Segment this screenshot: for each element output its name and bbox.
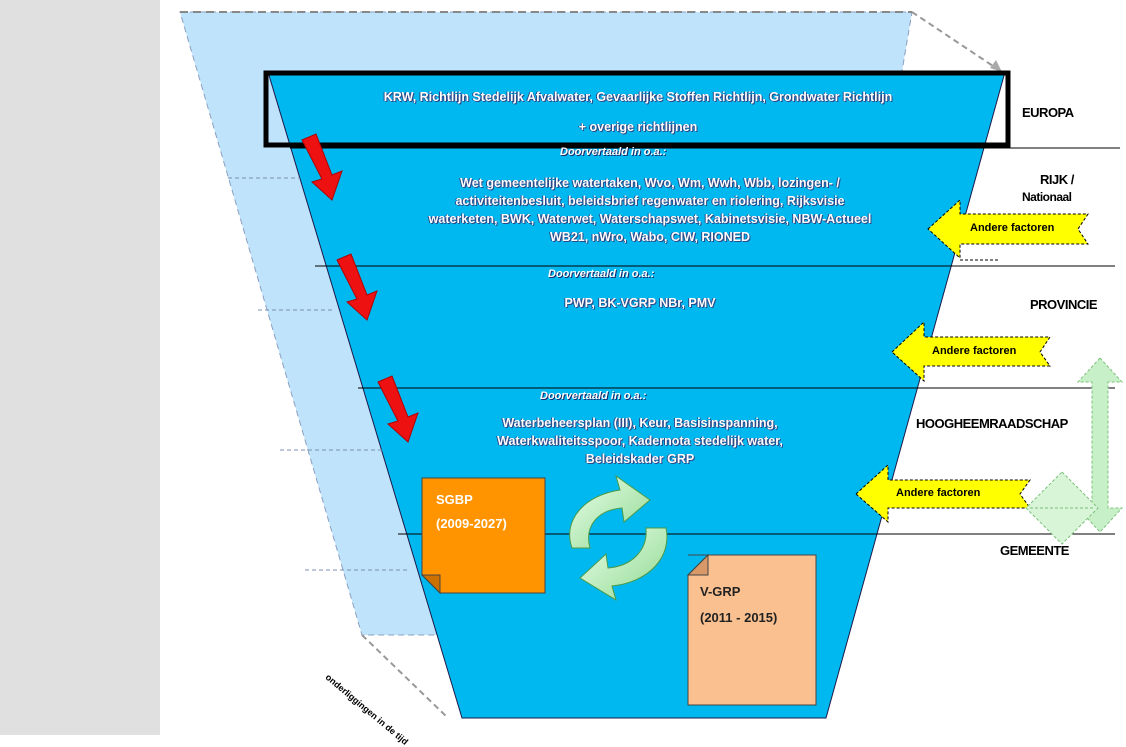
provincie-sublabel: Doorvertaald in o.a.:: [548, 268, 655, 280]
cycle-arrows-icon: [569, 474, 668, 602]
level-europa: EUROPA: [1022, 105, 1074, 120]
vgrp-years: (2011 - 2015): [700, 610, 778, 625]
red-arrow: [336, 253, 378, 321]
rijk-legislation-line4: WB21, nWro, Wabo, CIW, RIONED: [550, 230, 750, 244]
level-gemeente: GEMEENTE: [1000, 543, 1069, 558]
vgrp-title: V-GRP: [700, 584, 741, 599]
hhr-sublabel: Doorvertaald in o.a.:: [540, 390, 647, 402]
andere-factoren-arrow-1: [927, 198, 1089, 260]
dashed-diagonal-top: [911, 11, 1003, 73]
sgbp-title: SGBP: [436, 492, 473, 507]
dashed-arrowhead-top: [990, 60, 1002, 72]
rijk-legislation-line1: Wet gemeentelijke watertaken, Wvo, Wm, W…: [460, 176, 840, 190]
hhr-policy-line1: Waterbeheersplan (III), Keur, Basisinspa…: [502, 416, 778, 430]
level-nationaal: Nationaal: [1022, 190, 1072, 204]
andere-factoren-label: Andere factoren: [932, 345, 1017, 357]
hhr-policy-line2: Waterkwaliteitsspoor, Kadernota stedelij…: [497, 434, 783, 448]
europa-directives-text: KRW, Richtlijn Stedelijk Afvalwater, Gev…: [383, 90, 893, 104]
provincie-policy-text: PWP, BK-VGRP NBr, PMV: [564, 296, 716, 310]
europa-highlight-box: [263, 70, 1011, 148]
hhr-policy-line3: Beleidskader GRP: [585, 452, 695, 466]
red-arrow: [377, 375, 419, 443]
level-provincie: PROVINCIE: [1030, 297, 1098, 312]
dashed-diagonal-bottom: [361, 634, 449, 719]
andere-factoren-label: Andere factoren: [896, 487, 981, 499]
andere-factoren-arrow-3: [855, 463, 1031, 524]
level-hoogheemraadschap: HOOGHEEMRAADSCHAP: [916, 416, 1068, 431]
green-double-arrow: [1076, 357, 1124, 533]
left-gray-panel: [0, 0, 160, 735]
rijk-legislation-line2: activiteitenbesluit, beleidsbrief regenw…: [455, 194, 845, 208]
europa-other-directives: + overige richtlijnen: [578, 120, 698, 134]
sgbp-years: (2009-2027): [436, 516, 507, 531]
sgbp-document: [421, 477, 546, 594]
rijk-legislation-line3: waterketen, BWK, Waterwet, Waterschapswe…: [428, 212, 872, 226]
rijk-sublabel: Doorvertaald in o.a.:: [560, 146, 667, 158]
andere-factoren-arrow-2: [891, 320, 1051, 383]
level-rijk: RIJK /: [1040, 172, 1074, 187]
red-arrow: [301, 133, 343, 201]
andere-factoren-label: Andere factoren: [970, 222, 1055, 234]
vgrp-document: [687, 554, 817, 706]
